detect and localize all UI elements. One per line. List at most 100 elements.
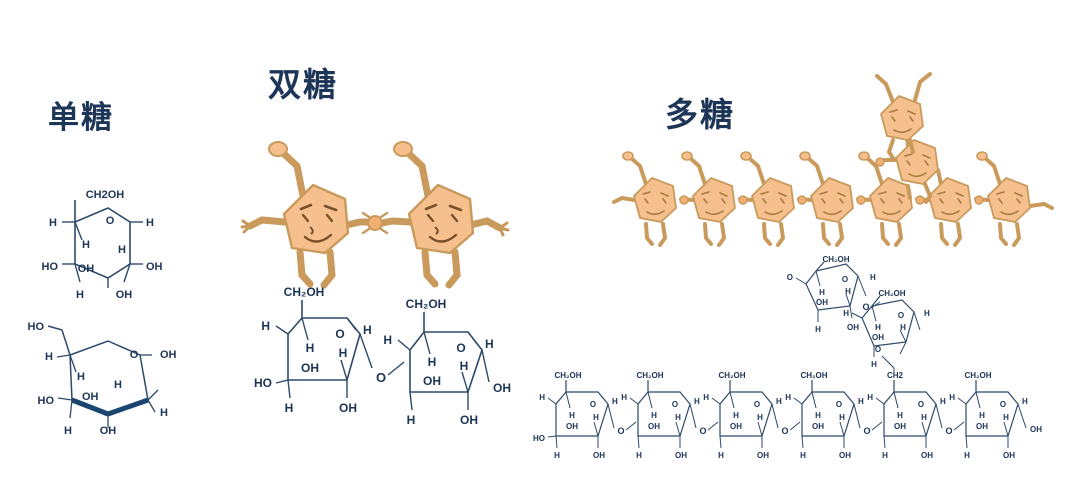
clasped-hands-icon <box>361 211 389 235</box>
cartoon-sugar-character <box>374 141 510 289</box>
structure-glucose-bold: HO O H H OH HO H OH H OH H <box>28 321 177 437</box>
eye-icon <box>325 213 334 223</box>
label-h: H <box>858 397 864 406</box>
label-ch2oh: CH₂OH <box>718 371 745 380</box>
label-h: H <box>776 397 782 406</box>
label-h: H <box>785 393 791 402</box>
label-oh: OH <box>493 381 511 395</box>
cartoon-sugar-character <box>797 151 854 247</box>
cartoon-polysaccharide-chain <box>612 72 1054 247</box>
label-h: H <box>900 323 906 332</box>
label-h: H <box>815 325 821 334</box>
label-oh: OH <box>566 422 578 431</box>
label-h: H <box>64 425 72 437</box>
label-glycosidic-oxygen: O <box>781 426 788 436</box>
label-oh: OH <box>116 289 133 301</box>
label-h: H <box>703 393 709 402</box>
label-h: H <box>363 323 372 337</box>
label-h: H <box>924 309 930 318</box>
label-ring-oxygen: O <box>754 400 760 409</box>
label-oh: OH <box>1030 425 1042 434</box>
clasped-hands-icon <box>679 157 984 205</box>
label-h: H <box>921 413 927 422</box>
cartoon-sugar-character <box>738 151 795 247</box>
eyebrow-icon <box>424 203 438 211</box>
label-h: H <box>964 451 970 460</box>
label-h: H <box>718 451 724 460</box>
cartoon-sugar-character <box>974 151 1054 247</box>
label-h: H <box>306 341 315 355</box>
label-oh: OH <box>648 422 660 431</box>
polysaccharide-ring: CH₂OH O H H OH H H H OH <box>703 371 782 460</box>
label-ring-oxygen: O <box>898 311 904 320</box>
structure-glucose-flat: CH2OH O H H OH HO H H OH H OH <box>42 189 163 301</box>
heading-monosaccharide: 单糖 <box>48 100 114 136</box>
label-h: H <box>554 451 560 460</box>
label-h: H <box>45 351 53 363</box>
label-h: H <box>815 411 821 420</box>
polysaccharide-ring: CH₂OH O H H OH H H H OH <box>785 371 864 460</box>
branch-ring-upper: CH₂OH O O H OH H H H OH <box>787 255 876 334</box>
label-ch2oh: CH₂OH <box>636 371 663 380</box>
label-oh: OH <box>160 349 177 361</box>
label-oh: OH <box>100 425 117 437</box>
label-ch2oh: CH₂OH <box>554 371 581 380</box>
label-ring-oxygen: O <box>590 400 596 409</box>
label-ch2oh: CH₂OH <box>800 371 827 380</box>
label-oh: OH <box>894 422 906 431</box>
label-ch2oh: CH₂OH <box>822 255 849 264</box>
label-ch2oh: CH₂OH <box>284 285 325 299</box>
disaccharide-left-ring: CH₂OH O H H OH HO H H H OH <box>254 285 373 415</box>
label-ring-oxygen: O <box>836 400 842 409</box>
label-h: H <box>1003 413 1009 422</box>
label-h: H <box>979 411 985 420</box>
label-oh: OH <box>1003 451 1015 460</box>
label-h: H <box>819 288 825 297</box>
label-h: H <box>77 371 85 383</box>
label-h: H <box>118 244 126 256</box>
label-h: H <box>871 360 877 369</box>
label-ring-oxygen: O <box>130 349 139 361</box>
cartoon-disaccharide-pair <box>240 141 510 289</box>
label-h: H <box>76 289 84 301</box>
label-oh: OH <box>816 298 828 307</box>
cartoon-sugar-character <box>679 151 736 247</box>
label-oh: OH <box>146 261 163 273</box>
label-h: H <box>49 217 57 229</box>
label-oh: OH <box>423 374 441 388</box>
disaccharide-right-ring: CH₂OH O H H OH H H H OH OH <box>383 297 511 427</box>
label-terminal-oxygen: O <box>787 273 793 282</box>
label-ring-oxygen: O <box>672 400 678 409</box>
heading-disaccharide: 双糖 <box>268 65 338 104</box>
label-h: H <box>800 451 806 460</box>
structure-polysaccharide-branch: CH₂OH O O H OH H H H OH O <box>787 255 930 369</box>
eye-icon <box>450 213 459 223</box>
label-h: H <box>261 319 270 333</box>
label-ring-oxygen: O <box>1000 400 1006 409</box>
label-oh: OH <box>593 451 605 460</box>
label-ho: HO <box>42 261 59 273</box>
label-h: H <box>339 346 348 360</box>
label-h: H <box>651 411 657 420</box>
label-oh: OH <box>78 263 95 275</box>
nose-icon <box>434 226 439 235</box>
polysaccharide-ring: CH₂OH O H H OH H H H OH OH <box>949 371 1042 460</box>
label-h: H <box>675 413 681 422</box>
label-h: H <box>733 411 739 420</box>
label-oh: OH <box>847 323 859 332</box>
label-ring-oxygen: O <box>918 400 924 409</box>
structure-disaccharide: CH₂OH O H H OH HO H H H OH O <box>254 285 511 427</box>
label-h: H <box>82 239 90 251</box>
label-oh: OH <box>921 451 933 460</box>
label-h: H <box>407 413 416 427</box>
label-ch2: CH2 <box>887 371 904 380</box>
label-ho: HO <box>28 321 45 333</box>
label-oh: OH <box>757 451 769 460</box>
label-oh: OH <box>730 422 742 431</box>
cartoon-sugar-character <box>240 141 376 289</box>
eyebrow-icon <box>323 204 338 212</box>
label-ring-oxygen: O <box>842 275 848 284</box>
heading-polysaccharide: 多糖 <box>665 95 735 134</box>
branch-ring-lower: CH₂OH O H OH H H H H <box>843 289 930 369</box>
